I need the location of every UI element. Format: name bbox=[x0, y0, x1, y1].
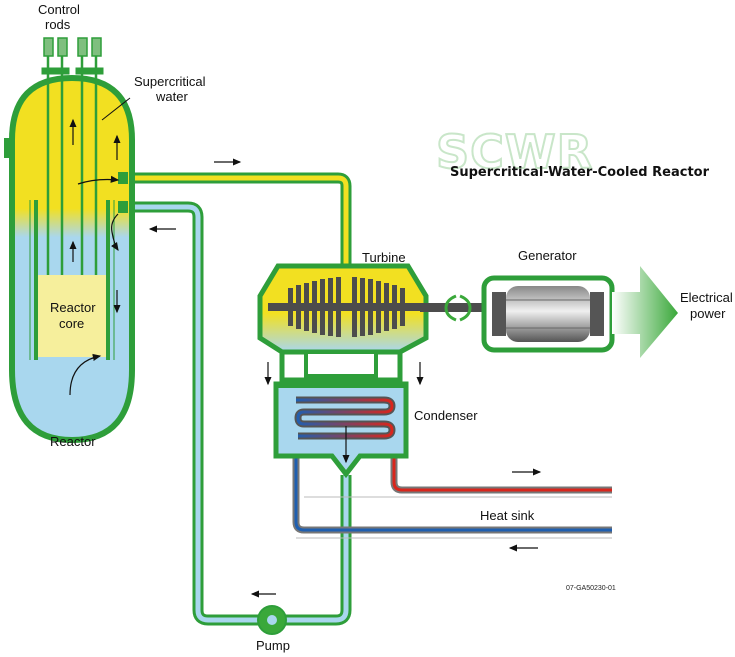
label-electrical-1: Electrical bbox=[680, 290, 733, 305]
label-control-rods-2: rods bbox=[45, 17, 71, 32]
pump bbox=[257, 605, 287, 635]
label-reactor-core-1: Reactor bbox=[50, 300, 96, 315]
electrical-power-arrow bbox=[612, 266, 678, 358]
reactor-vessel bbox=[4, 37, 135, 444]
generator bbox=[481, 275, 615, 353]
control-rods bbox=[41, 37, 104, 275]
label-generator: Generator bbox=[518, 248, 577, 263]
supercritical-leader bbox=[101, 97, 131, 121]
figure-code: 07-GA50230-01 bbox=[566, 585, 616, 592]
label-heat-sink: Heat sink bbox=[480, 508, 535, 523]
reactor-core bbox=[38, 275, 106, 357]
condenser bbox=[273, 381, 409, 479]
label-supercritical-1: Supercritical bbox=[134, 74, 206, 89]
label-condenser: Condenser bbox=[414, 408, 478, 423]
turbine-shaft bbox=[420, 303, 490, 312]
label-electrical-2: power bbox=[690, 306, 726, 321]
label-control-rods-1: Control bbox=[38, 2, 80, 17]
scwr-logo: SCWR Supercritical-Water-Cooled Reactor bbox=[435, 124, 710, 180]
label-pump: Pump bbox=[256, 638, 290, 653]
rotation-arrow-icon bbox=[444, 294, 472, 322]
feedwater-line bbox=[120, 201, 352, 626]
label-reactor: Reactor bbox=[50, 434, 96, 449]
turbine bbox=[257, 263, 429, 383]
label-reactor-core-2: core bbox=[59, 316, 84, 331]
vessel-flow-arrows bbox=[69, 118, 121, 396]
condenser-coils bbox=[294, 396, 396, 440]
flow-arrows bbox=[148, 158, 542, 598]
steam-line bbox=[120, 172, 352, 268]
logo-acronym: SCWR bbox=[436, 125, 593, 179]
logo-subtitle: Supercritical-Water-Cooled Reactor bbox=[450, 165, 710, 180]
label-supercritical-2: water bbox=[155, 89, 188, 104]
label-turbine: Turbine bbox=[362, 250, 406, 265]
